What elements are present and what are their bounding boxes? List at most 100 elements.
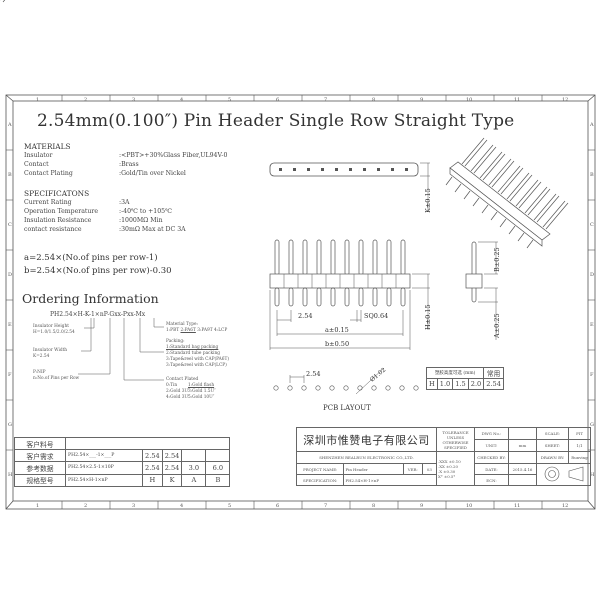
specification-value: PH2.54×H-1×nP [343, 474, 437, 486]
spec-value: :-40℃ to +105℃ [119, 208, 173, 215]
col-label: 7 [324, 503, 328, 509]
h-tol-dim: H±0.15 [424, 304, 432, 330]
col-label: 12 [562, 503, 569, 509]
pin-table-common-value: 2.54 [483, 378, 504, 390]
pcb-layout [273, 367, 419, 395]
option: 3:PA9T [197, 328, 213, 333]
option-row: 4:Gold 3U″5:Gold 10U″ [166, 395, 216, 401]
row-label: A [590, 122, 594, 128]
option: 1:PBT [166, 328, 180, 333]
pcb-layout-label: PCB LAYOUT [323, 404, 371, 412]
col-label: 4 [180, 97, 184, 103]
specification-label: SPECIFICATION: [295, 474, 345, 486]
col-label: 7 [324, 97, 328, 103]
cell: 3.0 [181, 461, 207, 475]
spec-value: :30mΩ Max at DC 3A [119, 226, 186, 233]
cell [205, 449, 231, 463]
pcb-pitch-dim: 2.54 [306, 370, 320, 378]
row-label: H [8, 472, 13, 478]
tolerance-item: .X ±0.30 [438, 468, 456, 474]
a-side-dim: A±0.25 [493, 313, 501, 339]
scale-value: FIT [568, 427, 591, 440]
cell: B [205, 473, 231, 487]
project-name-value: Pin Header [343, 463, 404, 475]
unit-label: UNIT: [474, 439, 509, 452]
note-label: Material Type: [166, 322, 198, 327]
option-row: 2:Gold 3U″3:Gold 1.5U″ [166, 389, 216, 395]
checked-by-label: CHECKED BY: [474, 451, 509, 464]
spec-label: Insulation Resistance [24, 217, 92, 224]
specifications-heading: SPECIFICATONS [24, 189, 90, 198]
cell: 2.54 [142, 461, 163, 475]
unit-value: mm [508, 439, 537, 452]
materials-row: Contact Plating:Gold/Tin over Nickel [24, 169, 227, 178]
checked-by-value [508, 451, 537, 464]
col-label: 2 [84, 97, 88, 103]
top-view [269, 162, 430, 212]
cell: 2.54 [161, 461, 183, 475]
cell: 6.0 [205, 461, 231, 475]
table-row: 参考数据 PH2.54×2.5-1×10P 2.54 2.54 3.0 6.0 [14, 461, 231, 475]
tolerance-item: .XXX ±0.10 [438, 458, 461, 464]
col-label: 10 [466, 503, 473, 509]
table-row: 客户料号 [14, 436, 231, 451]
col-label: 6 [276, 503, 280, 509]
ecn-label: ECN: [474, 474, 509, 486]
option: 3:Tape&reel with CAP(PA6T) [166, 357, 230, 362]
spec-label: Contact Plating [24, 170, 73, 177]
col-label: 1 [36, 503, 40, 509]
col-label: 4 [180, 503, 184, 509]
date-value: 2015.4.16 [508, 463, 537, 475]
row-label: F [590, 372, 594, 378]
sq-dim: SQ0.64 [364, 312, 388, 320]
materials-row: Contact:Brass [24, 160, 227, 169]
drawn-by-label: DRAWN BY: [536, 451, 569, 464]
project-name-label: PROJECT NAME: [295, 463, 345, 475]
col-label: 2 [84, 503, 88, 509]
b-tol-dim: b±0.50 [325, 340, 349, 348]
note-options: 1:PBT 2:PA6T 3:PA9T 4:LCP [166, 328, 227, 334]
row-code: PH2.54×2.5-1×10P [65, 461, 143, 475]
tolerance-values: .XXX ±0.10 .XX ±0.20 .X ±0.30 X° ±0.5° [436, 451, 475, 486]
insulator-width-note: Insulator Width K=2.54 [33, 348, 67, 360]
option: 1:Gold flash [188, 383, 215, 388]
option: 3:Gold 1.5U″ [188, 389, 216, 394]
col-label: 9 [420, 503, 424, 509]
specifications-section: SPECIFICATONS Current Rating:3A Operatio… [24, 189, 186, 234]
formula-a: a=2.54×(No.of pins per row-1) [24, 253, 158, 263]
company-name-en: SHENZHEN REALRUN ELECTRONIC CO.,LTD. [296, 451, 437, 464]
note-label: Packing: [166, 339, 185, 344]
front-view [269, 239, 430, 350]
tolerance-label: TOLERANCE UNLESS OTHERWISE SPECIFIED [436, 427, 475, 452]
scale-label: SCALE: [536, 427, 569, 440]
projection-symbol [536, 463, 591, 486]
row-label: D [8, 272, 13, 278]
pin-table-value: 1.0 [436, 378, 454, 390]
spec-row: Current Rating:3A [24, 198, 186, 207]
cell: H [142, 473, 163, 487]
spec-label: Current Rating [24, 199, 72, 206]
col-label: 5 [228, 503, 232, 509]
third-angle-projection-icon [544, 466, 583, 482]
version-value: 03 [421, 463, 438, 475]
pin-height-table: 塑胶高度可选 (mm) 常用 H 1.0 1.5 2.0 2.54 [425, 367, 504, 390]
ordering-heading: Ordering Information [22, 291, 159, 306]
spec-row: contact resistance:30mΩ Max at DC 3A [24, 225, 186, 234]
pin-table-header: 塑胶高度可选 (mm) [425, 367, 485, 379]
tolerance-item: .XX ±0.20 [438, 463, 458, 469]
sheet-value: 1/1 [568, 439, 591, 452]
option: 0:Tin [166, 383, 178, 388]
pin-table-value: 1.5 [452, 378, 469, 390]
option: 2:Gold 3U″ [166, 389, 190, 394]
col-label: 11 [514, 97, 521, 103]
company-name-cell: 深圳市惟赞电子有限公司 [296, 427, 437, 452]
option: 4:LCP [214, 328, 228, 333]
materials-heading: MATERIALS [24, 142, 71, 151]
formulas: a=2.54×(No.of pins per row-1) b=2.54×(No… [24, 252, 172, 277]
option: 3:Tape&reel with CAP(LCP) [166, 363, 227, 368]
date-label: DATE: [474, 463, 509, 475]
note-label: Contact Plated [166, 377, 199, 382]
row-label: 参考数据 [14, 461, 66, 475]
